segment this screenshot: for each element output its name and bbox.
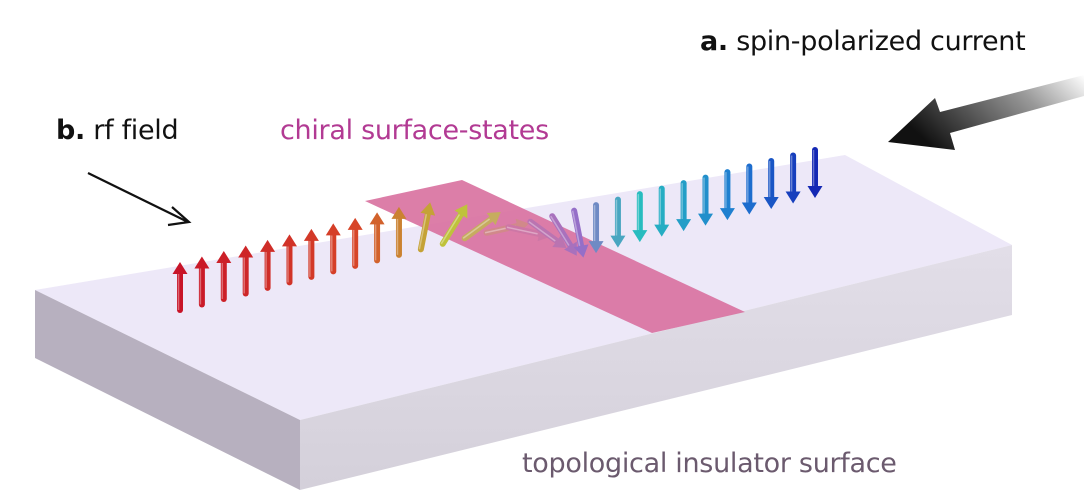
spin-arrow-icon [676, 180, 692, 232]
current-arrow-icon [888, 75, 1084, 150]
spin-arrow-icon [260, 239, 276, 291]
spin-arrow-icon [238, 245, 254, 297]
spin-arrow-icon [698, 174, 714, 226]
spin-arrow-icon [369, 212, 385, 264]
label-spin-current: a. spin-polarized current [700, 26, 1026, 57]
spin-arrow-icon [216, 250, 232, 302]
label-substrate: topological insulator surface [522, 448, 897, 479]
spin-arrow-icon [461, 211, 501, 242]
spin-arrow-icon [571, 207, 589, 258]
spin-arrow-icon [391, 206, 407, 258]
spin-arrow-icon [172, 262, 188, 313]
slab-top-face [35, 155, 1012, 420]
slab-front-face [300, 245, 1012, 490]
spin-arrow-icon [325, 223, 341, 275]
spin-arrow-icon [588, 202, 604, 254]
spin-arrow-icon [303, 228, 319, 280]
spin-arrow-icon [741, 163, 757, 215]
spin-arrow-icon [610, 196, 626, 248]
spin-arrow-icon [194, 256, 210, 308]
spin-arrow-icon [527, 218, 567, 249]
spin-arrow-icon [807, 147, 823, 198]
label-chiral-states: chiral surface-states [280, 115, 549, 146]
spin-arrow-icon [417, 202, 436, 253]
spin-arrow-icon [347, 217, 363, 269]
spin-arrow-icon [785, 152, 801, 204]
rf-field-arrow [87, 172, 192, 227]
slab-left-face [35, 290, 300, 490]
label-rf-field: b. rf field [56, 115, 179, 146]
spin-arrow-icon [281, 234, 297, 286]
spin-chain [172, 147, 823, 313]
spin-arrow-icon [654, 185, 670, 237]
spin-arrow-icon [719, 169, 735, 221]
spin-arrow-icon [763, 158, 779, 210]
spin-arrow-icon [439, 204, 468, 247]
spin-arrow-icon [632, 191, 648, 243]
spin-arrow-icon [549, 213, 577, 256]
